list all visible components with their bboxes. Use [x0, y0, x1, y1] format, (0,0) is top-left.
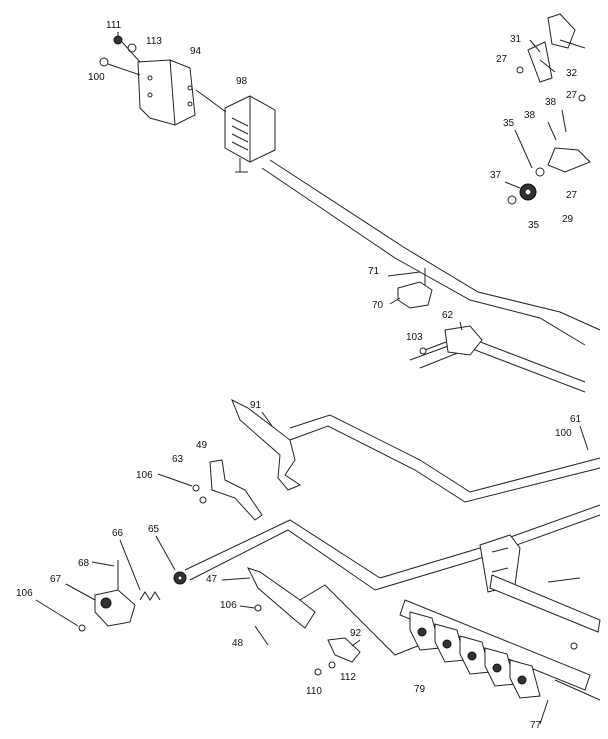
label-47: 47 — [206, 574, 218, 585]
label-27: 27 — [496, 54, 508, 65]
label-49: 49 — [196, 440, 208, 451]
leader-lines — [35, 32, 589, 725]
part-70 — [397, 268, 433, 309]
label-67: 67 — [50, 574, 62, 585]
label-35: 35 — [528, 220, 540, 231]
label-91: 91 — [250, 400, 262, 411]
label-103: 103 — [406, 332, 423, 343]
lever-47 — [247, 567, 316, 646]
label-27: 27 — [566, 90, 578, 101]
label-106: 106 — [220, 600, 237, 611]
frame-outline-lines — [184, 159, 601, 701]
label-112: 112 — [340, 672, 356, 683]
label-32: 32 — [566, 68, 578, 79]
bracket-94 — [137, 59, 196, 126]
bracket-right — [479, 534, 521, 593]
label-106: 106 — [16, 588, 33, 599]
assembly-top-right — [507, 13, 591, 205]
label-79: 79 — [414, 684, 426, 695]
solenoid-98 — [224, 95, 276, 173]
label-66: 66 — [112, 528, 124, 539]
spring-66 — [139, 591, 161, 601]
label-37: 37 — [490, 170, 502, 181]
lever-91 — [231, 398, 302, 491]
part-62 — [419, 325, 483, 356]
label-71: 71 — [368, 266, 380, 277]
part-92 — [314, 637, 361, 676]
label-110: 110 — [306, 686, 322, 697]
label-113: 113 — [146, 36, 162, 47]
label-48: 48 — [232, 638, 244, 649]
hammer-bank-79 — [399, 599, 591, 699]
block-67 — [94, 560, 136, 627]
label-77: 77 — [530, 720, 542, 731]
label-38: 38 — [545, 97, 557, 108]
label-68: 68 — [78, 558, 90, 569]
label-98: 98 — [236, 76, 248, 87]
rail-right — [489, 574, 601, 650]
callout-labels: 111 113 94 100 98 31 27 32 27 38 38 35 3… — [16, 20, 582, 731]
label-27: 27 — [566, 190, 578, 201]
label-65: 65 — [148, 524, 160, 535]
label-100: 100 — [555, 428, 572, 439]
label-106: 106 — [136, 470, 153, 481]
label-70: 70 — [372, 300, 384, 311]
bracket-49 — [192, 459, 263, 521]
ring-65 — [173, 571, 187, 585]
label-35: 35 — [503, 118, 515, 129]
label-100: 100 — [88, 72, 105, 83]
label-61: 61 — [570, 414, 582, 425]
label-29: 29 — [562, 214, 574, 225]
label-92: 92 — [350, 628, 362, 639]
label-94: 94 — [190, 46, 202, 57]
label-38: 38 — [524, 110, 536, 121]
label-63: 63 — [172, 454, 184, 465]
label-111: 111 — [106, 20, 122, 31]
screw-106-left — [78, 624, 86, 632]
label-31: 31 — [510, 34, 522, 45]
screws-top-left — [99, 35, 227, 113]
label-62: 62 — [442, 310, 454, 321]
